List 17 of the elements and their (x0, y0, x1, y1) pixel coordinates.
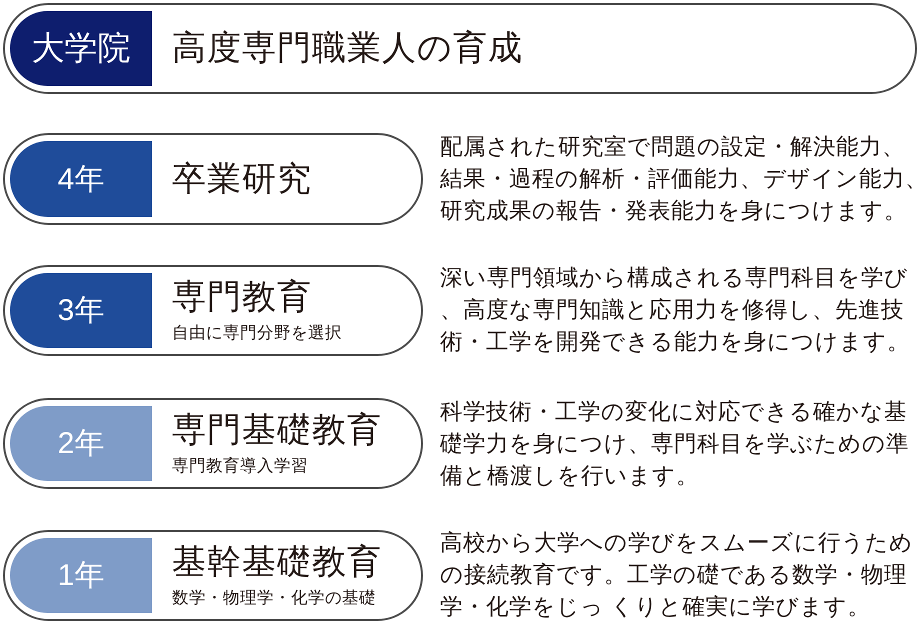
level-tab: 2年 (10, 406, 152, 481)
stage-title: 専門教育 (172, 278, 313, 317)
stage-title: 卒業研究 (172, 160, 312, 198)
stage-subtitle: 数学・物理学・化学の基礎 (172, 588, 377, 608)
description-text: 科学技術・工学の変化に対応できる確かな基礎学力を身につけ、専門科目を学ぶための準備と橋渡しを行います。 (440, 398, 909, 490)
level-tab: 大学院 (10, 11, 152, 86)
stage-title: 高度専門職業人の育成 (172, 29, 523, 68)
stage-title: 基幹基礎教育 (172, 543, 382, 582)
stage-subtitle: 自由に専門分野を選択 (172, 323, 342, 343)
description-text: 高校から大学への学びをスムーズに行うための接続教育です。工学の礎である数学・物理学・化学をじっ くりと確実に学びます。 (440, 529, 913, 621)
level-tab: 1年 (10, 538, 152, 613)
description-text: 配属された研究室で問題の設定・解決能力、結果・過程の解析・評価能力、デザイン能力、研究成果の報告・発表能力を身につけます。 (440, 133, 920, 225)
level-tab: 3年 (10, 273, 152, 348)
description-text: 深い専門領域から構成される専門科目を学び、高度な専門知識と応用力を修得し、先進技術・工学を開発できる能力を身につけます。 (440, 264, 910, 356)
level-tab: 4年 (10, 141, 152, 217)
stage-title: 専門基礎教育 (172, 411, 382, 450)
stage-subtitle: 専門教育導入学習 (172, 456, 309, 476)
